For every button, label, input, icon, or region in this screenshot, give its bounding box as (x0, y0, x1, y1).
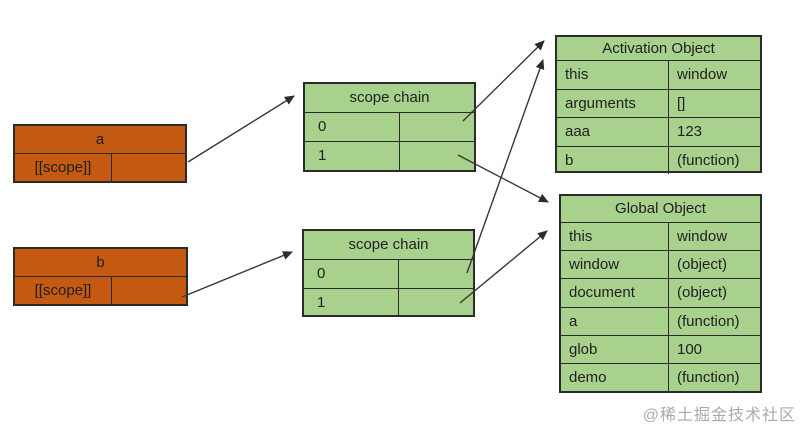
global-object-table: Global Object this window window (object… (559, 194, 762, 393)
function-b-scope-pointer-cell (112, 277, 186, 304)
activation-object-table: Activation Object this window arguments … (555, 35, 762, 174)
global-val-demo: (function) (677, 368, 740, 386)
activation-key-aaa: aaa (557, 118, 669, 146)
table-row: a (function) (561, 306, 760, 335)
scope-chain-b-pointer-1 (399, 289, 473, 317)
global-val-a: (function) (677, 312, 740, 330)
global-key-this: this (561, 223, 669, 251)
function-a-scope-label: [[scope]] (15, 154, 112, 181)
function-object-b: b [[scope]] (13, 247, 188, 306)
arrow-b-to-scope-chain-b (181, 251, 293, 298)
table-row: aaa 123 (557, 117, 760, 146)
scope-chain-b-row-1: 1 (304, 288, 473, 317)
activation-val-aaa: 123 (677, 123, 703, 140)
activation-key-arguments: arguments (557, 89, 669, 117)
global-val-this: window (677, 228, 728, 245)
scope-chain-a-title: scope chain (349, 89, 430, 106)
scope-chain-a-table: scope chain 0 1 (303, 82, 476, 172)
arrow-a-to-scope-chain-a (187, 95, 295, 163)
activation-key-this: this (557, 61, 669, 89)
activation-val-arguments: [] (677, 94, 686, 112)
activation-val-this: window (677, 66, 728, 83)
table-row: window (object) (561, 250, 760, 279)
table-row: this window (557, 60, 760, 89)
activation-val-b: (function) (677, 151, 740, 169)
global-key-a: a (561, 307, 669, 335)
global-val-document: (object) (677, 284, 728, 302)
function-a-scope-pointer-cell (112, 154, 185, 181)
global-key-window: window (561, 251, 669, 279)
scope-chain-a-row-1: 1 (305, 141, 474, 170)
global-key-glob: glob (561, 335, 669, 363)
function-b-scope-label: [[scope]] (15, 277, 112, 304)
function-a-title: a (95, 131, 105, 148)
table-row: b (function) (557, 145, 760, 174)
scope-chain-b-index-1: 1 (304, 289, 399, 317)
table-row: this window (561, 222, 760, 251)
scope-chain-a-pointer-0 (400, 113, 474, 141)
scope-chain-a-index-1: 1 (305, 142, 400, 170)
activation-object-title: Activation Object (602, 40, 715, 57)
table-row: arguments [] (557, 88, 760, 117)
global-key-demo: demo (561, 363, 669, 392)
scope-chain-a-index-0: 0 (305, 113, 400, 141)
scope-chain-b-row-0: 0 (304, 259, 473, 288)
table-row: document (object) (561, 278, 760, 307)
watermark: @稀土掘金技术社区 (642, 407, 796, 424)
table-row: glob 100 (561, 334, 760, 363)
scope-chain-b-table: scope chain 0 1 (302, 229, 475, 317)
function-b-title: b (96, 254, 105, 271)
global-object-title: Global Object (615, 200, 706, 217)
global-val-window: (object) (677, 256, 728, 274)
function-b-scope-row: [[scope]] (15, 276, 186, 304)
scope-chain-b-pointer-0 (399, 260, 473, 288)
activation-key-b: b (557, 146, 669, 174)
scope-chain-a-row-0: 0 (305, 112, 474, 141)
arrow-scope-b-0-to-activation-object (466, 59, 545, 274)
scope-chain-b-index-0: 0 (304, 260, 399, 288)
scope-chain-b-title: scope chain (348, 236, 429, 253)
global-val-glob: 100 (677, 340, 703, 358)
function-a-scope-row: [[scope]] (15, 153, 185, 181)
scope-chain-a-pointer-1 (400, 142, 474, 170)
global-key-document: document (561, 279, 669, 307)
function-object-a: a [[scope]] (13, 124, 187, 183)
table-row: demo (function) (561, 362, 760, 392)
